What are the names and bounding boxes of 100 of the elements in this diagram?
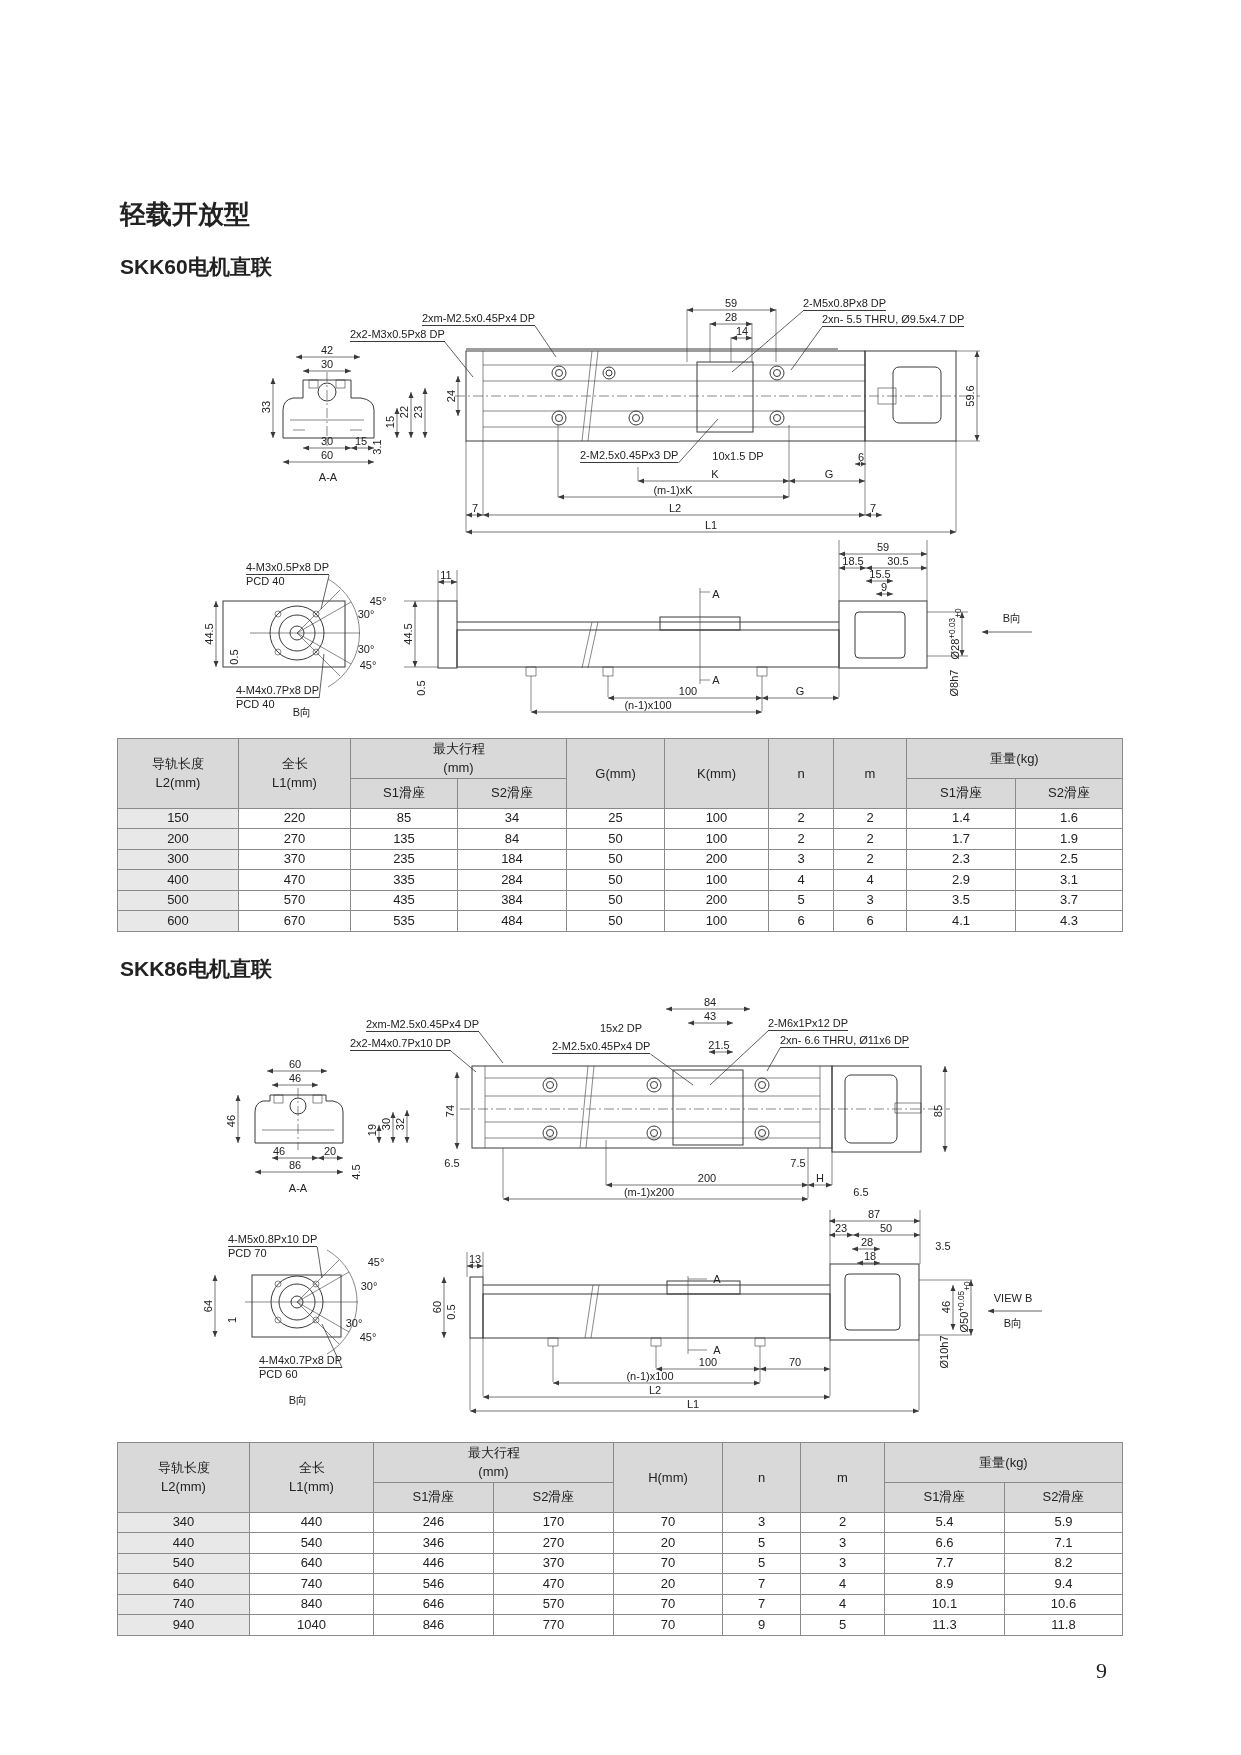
leader-line (478, 1031, 504, 1064)
dimension-label: 7 (869, 502, 877, 514)
table-header: K(mm) (664, 738, 769, 808)
callout-label: 4-M4x0.7Px8 DP PCD 60 (259, 1354, 343, 1380)
leader-line (320, 574, 330, 610)
view-label: VIEW B (993, 1292, 1033, 1304)
angle-label: 30° (345, 1317, 363, 1329)
leader-line (731, 310, 804, 373)
dimension-label: 200 (697, 1172, 717, 1184)
dimension-label: 50 (879, 1222, 893, 1234)
table-header: 最大行程(mm) (373, 1442, 614, 1482)
callout-label: 2xm-M2.5x0.45Px4 DP (422, 312, 536, 326)
dimension-label: 15 (354, 435, 368, 447)
dimension-label: Ø8h7 (948, 669, 960, 697)
table-cell: 600 (117, 910, 239, 931)
dimension-label: 3.5 (935, 1240, 951, 1252)
dimension-label: 33 (260, 400, 272, 414)
dimension-label: 46 (288, 1072, 302, 1084)
table-header: 导轨长度 L2(mm) (117, 1442, 250, 1512)
view-label: B向 (292, 706, 312, 718)
dimension-label: 100 (678, 685, 698, 697)
dimension-label: 46 (225, 1114, 237, 1128)
dimension-label: 84 (703, 996, 717, 1008)
dimension-label: 42 (320, 344, 334, 356)
leader-line (678, 418, 719, 464)
leader-line (444, 341, 474, 378)
dimension-label: 6.5 (853, 1186, 869, 1198)
angle-label: 45° (367, 1256, 385, 1268)
dimension-label: 85 (932, 1104, 944, 1118)
dimension-label: 7 (471, 502, 479, 514)
section-mark-label: A (713, 1344, 721, 1356)
leader-line (316, 1246, 323, 1279)
angle-label: 45° (359, 659, 377, 671)
dimension-label: 4.5 (350, 1164, 362, 1180)
dimension-label: G (795, 685, 805, 697)
dimension-label: 59 (876, 541, 890, 553)
table-header: n (768, 738, 834, 808)
table-cell: 740 (117, 1594, 250, 1615)
dimension-label: 87 (867, 1208, 881, 1220)
top-view-drawing (459, 1065, 951, 1199)
table-header: 重量(kg) (884, 1442, 1123, 1482)
leader-line (766, 1047, 781, 1072)
dimension-label: 28 (724, 311, 738, 323)
dimension-label: 60 (320, 449, 334, 461)
callout-label: 4-M5x0.8Px10 DP PCD 70 (228, 1233, 318, 1259)
table-header: H(mm) (613, 1442, 723, 1512)
dimension-label: 30 (320, 435, 334, 447)
table-cell: 540 (117, 1553, 250, 1574)
table-header: S2滑座 (457, 778, 567, 808)
leader-line (318, 653, 325, 699)
angle-label: 30° (357, 608, 375, 620)
dimension-label: 46 (940, 1300, 952, 1314)
dimension-label: 9 (880, 581, 888, 593)
dimension-label: L1 (704, 519, 718, 531)
page-title: 轻载开放型 (120, 198, 250, 231)
callout-label: 2x2-M4x0.7Px10 DP (350, 1037, 451, 1051)
angle-label: 45° (369, 595, 387, 607)
dimension-label: 21.5 (708, 1039, 730, 1051)
dimension-label: 0.5 (445, 1304, 457, 1320)
table-cell: 640 (117, 1573, 250, 1594)
section-mark-label: A (712, 674, 720, 686)
table-header: 最大行程(mm) (350, 738, 567, 778)
angle-label: 30° (357, 643, 375, 655)
table-cell: 150 (117, 808, 239, 829)
callout-label: 4-M3x0.5Px8 DP PCD 40 (246, 561, 330, 587)
dimension-label: (m-1)xK (653, 484, 693, 496)
leader-line (321, 1323, 343, 1369)
table-cell: 440 (117, 1532, 250, 1553)
table-header: S2滑座 (1004, 1482, 1123, 1512)
table-cell: 300 (117, 849, 239, 870)
dimension-label: 44.5 (402, 623, 414, 645)
view-label: B向 (1003, 1317, 1023, 1329)
dimension-label: 15 (384, 415, 396, 429)
table-header: S2滑座 (1015, 778, 1123, 808)
dimension-label: 43 (703, 1010, 717, 1022)
table-cell: 340 (117, 1512, 250, 1533)
dimension-label: K (711, 468, 719, 480)
section-heading: SKK86电机直联 (120, 956, 272, 982)
table-cell: 400 (117, 869, 239, 890)
dimension-label: 23 (412, 405, 424, 419)
table-header: m (800, 1442, 885, 1512)
dimension-label: 15.5 (869, 568, 891, 580)
dimension-label: 64 (202, 1299, 214, 1313)
dimension-label: L1 (686, 1398, 700, 1410)
leader-line (450, 1050, 477, 1073)
section-mark-label: A (713, 1273, 721, 1285)
section-label: A-A (288, 1182, 308, 1194)
callout-label: 2xn- 6.6 THRU, Ø11x6 DP (780, 1034, 910, 1048)
dimension-label: 24 (445, 389, 457, 403)
table-header: 导轨长度 L2(mm) (117, 738, 239, 808)
dimension-label: 23 (834, 1222, 848, 1234)
dimension-label: 11 (440, 569, 452, 581)
dimension-label: H (816, 1172, 824, 1184)
table-header: 重量(kg) (906, 738, 1123, 778)
view-label: B向 (288, 1394, 308, 1406)
dimension-label: 100 (698, 1356, 718, 1368)
dimension-label: 6 (857, 451, 865, 463)
dimension-label: (m-1)x200 (623, 1186, 675, 1198)
dimension-label: 70 (788, 1356, 802, 1368)
dimension-label: 30 (320, 358, 334, 370)
